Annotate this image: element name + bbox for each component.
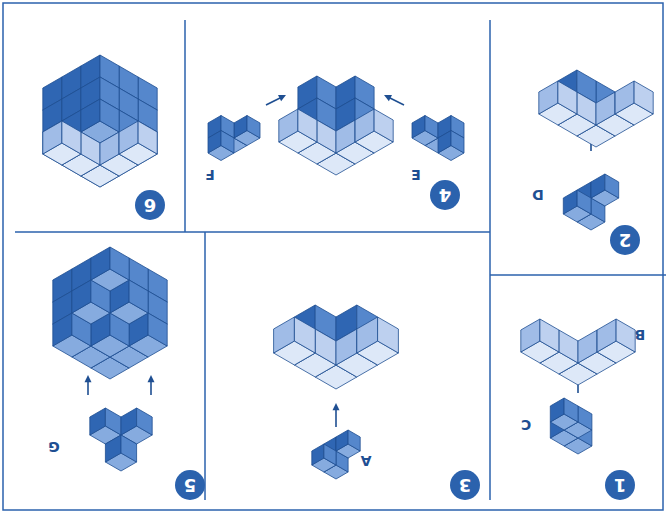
step-number: 3: [450, 470, 480, 500]
part-letter: G: [48, 440, 60, 454]
block-piece: [43, 121, 157, 187]
block-piece: [279, 109, 393, 175]
part-letter: F: [205, 168, 215, 182]
block-piece: [43, 55, 157, 187]
part-letter: B: [635, 328, 646, 342]
part-letter: A: [361, 454, 372, 468]
assembly-arrow: [333, 403, 340, 427]
step-number: 2: [610, 225, 640, 255]
block-piece: [412, 116, 464, 161]
step-number: 4: [430, 180, 460, 210]
part-letter: E: [411, 168, 421, 182]
assembly-arrow: [384, 95, 404, 105]
block-piece: [208, 116, 260, 161]
block-piece: [539, 81, 653, 147]
block-piece: [312, 430, 360, 479]
step-number-text: 4: [439, 186, 452, 204]
part-letter: D: [532, 188, 544, 202]
step-number-text: 3: [459, 476, 472, 494]
assembly-arrow: [148, 375, 155, 395]
step-number: 6: [135, 190, 165, 220]
step-number-text: 6: [144, 196, 157, 214]
block-piece: [521, 319, 635, 385]
block-piece: [274, 317, 399, 389]
block-piece: [550, 398, 592, 454]
step-number-text: 5: [184, 476, 197, 494]
block-piece: [90, 408, 152, 471]
block-piece: [563, 174, 618, 230]
step-number: 1: [605, 470, 635, 500]
assembly-arrow: [266, 95, 286, 105]
assembly-arrow: [85, 375, 92, 395]
block-piece: [53, 247, 167, 379]
step-number-text: 2: [619, 231, 632, 249]
step-number: 5: [175, 470, 205, 500]
step-number-text: 1: [614, 476, 627, 494]
part-letter: C: [521, 418, 531, 432]
